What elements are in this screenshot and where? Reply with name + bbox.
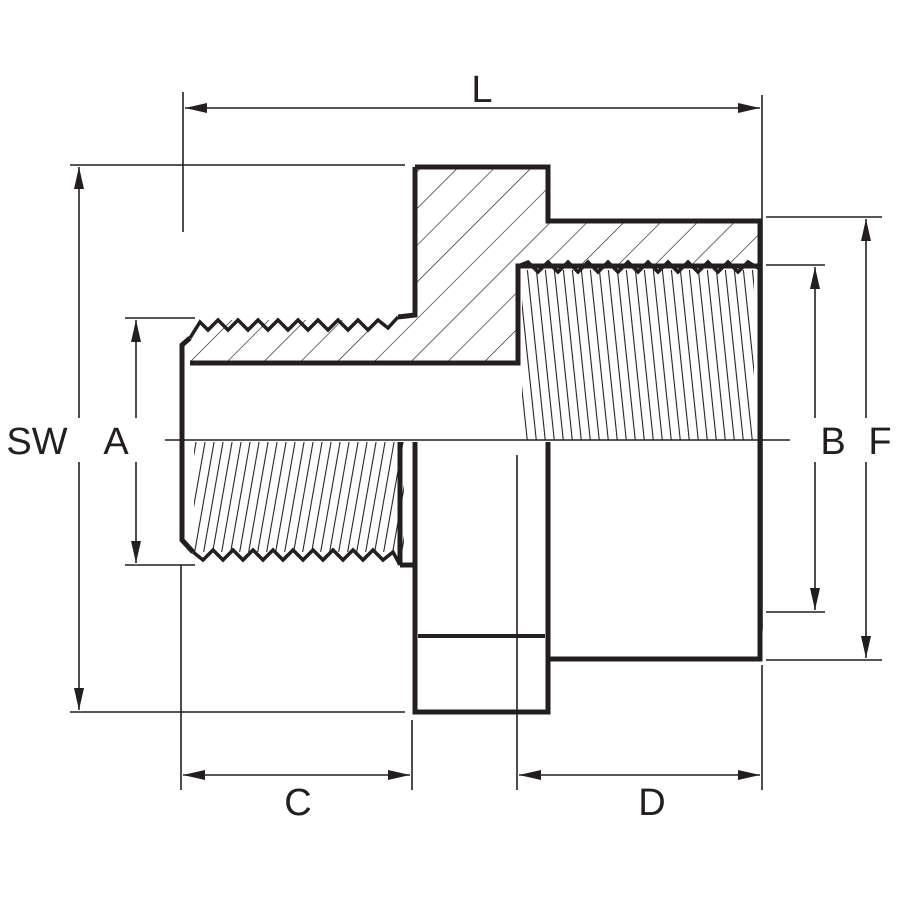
label-B: B: [820, 421, 845, 463]
label-L: L: [471, 69, 492, 111]
thread-profile-top-male: [188, 315, 400, 339]
label-C: C: [284, 782, 311, 824]
label-SW: SW: [6, 421, 67, 463]
female-thread-upper: [522, 270, 754, 440]
male-thread-lower: [194, 442, 404, 552]
dimension-labels: L SW A B F C D: [6, 69, 891, 824]
upper-section-hatch: [190, 167, 758, 363]
label-F: F: [868, 421, 891, 463]
extension-lines: [70, 92, 882, 790]
label-A: A: [103, 421, 129, 463]
fitting-outline: [179, 164, 763, 715]
thread-profile-bottom-male: [191, 547, 402, 566]
thread-profile-female: [517, 259, 759, 275]
label-D: D: [638, 782, 665, 824]
